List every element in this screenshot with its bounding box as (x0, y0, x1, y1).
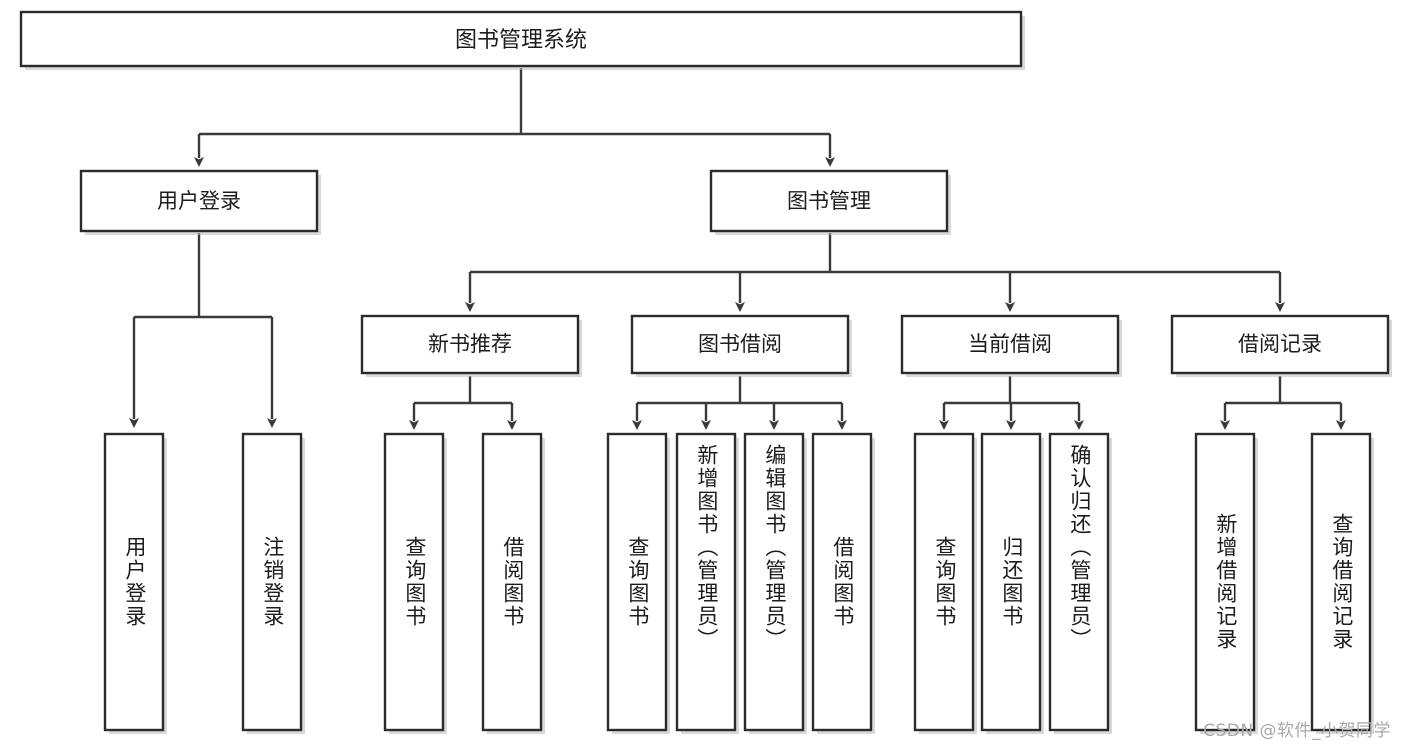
node-book-borrow[interactable]: 图书借阅 (630, 314, 852, 377)
node-user-login-label: 用户登录 (157, 189, 241, 213)
leaf-node-return-book[interactable] (980, 432, 1044, 734)
connector-group-user-login (129, 233, 277, 428)
connector-group-new-book (409, 376, 517, 430)
node-new-book-recommend-label: 新书推荐 (428, 332, 512, 356)
leaf-node-query-book-current[interactable] (913, 432, 977, 734)
leaf-node-borrow-book-recommend[interactable] (481, 432, 545, 734)
node-book-management-label: 图书管理 (787, 189, 871, 213)
connector-group-root (194, 68, 835, 167)
node-root-label: 图书管理系统 (455, 28, 587, 53)
connector-group-borrow-record (1220, 376, 1346, 430)
leaf-node-edit-book-admin[interactable] (743, 432, 807, 734)
connector-group-book-borrow (632, 376, 847, 430)
leaf-node-borrow-book[interactable] (811, 432, 875, 734)
node-new-book-recommend[interactable]: 新书推荐 (360, 314, 582, 377)
connector-group-current-borrow (939, 376, 1084, 430)
node-user-login[interactable]: 用户登录 (79, 169, 321, 235)
node-book-borrow-label: 图书借阅 (698, 332, 782, 356)
node-current-borrow-label: 当前借阅 (968, 332, 1052, 356)
leaf-node-add-book-admin[interactable] (675, 432, 739, 734)
node-book-management[interactable]: 图书管理 (709, 169, 951, 235)
leaf-node-logout-login[interactable] (241, 432, 305, 734)
leaf-node-user-login[interactable] (103, 432, 167, 734)
node-current-borrow[interactable]: 当前借阅 (900, 314, 1122, 377)
leaf-node-confirm-return-admin[interactable] (1048, 432, 1112, 734)
leaf-node-query-book-recommend[interactable] (383, 432, 447, 734)
node-borrow-record[interactable]: 借阅记录 (1170, 314, 1392, 377)
node-root-book-management-system[interactable]: 图书管理系统 (19, 10, 1025, 70)
leaf-node-query-book-borrow[interactable] (606, 432, 670, 734)
csdn-watermark: CSDN @软件_小贺同学 (1203, 721, 1391, 741)
leaf-node-add-borrow-record[interactable] (1194, 432, 1258, 734)
node-borrow-record-label: 借阅记录 (1238, 332, 1322, 356)
connector-group-book-manage (465, 233, 1285, 312)
leaf-node-query-borrow-record[interactable] (1310, 432, 1374, 734)
